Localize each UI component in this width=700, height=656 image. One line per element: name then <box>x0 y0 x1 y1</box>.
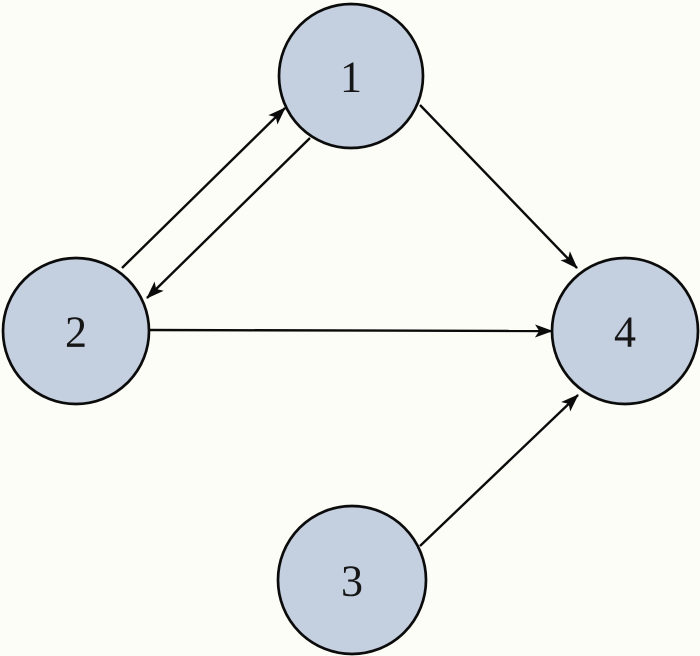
edge-1-2 <box>146 137 311 299</box>
edge-3-4 <box>419 394 579 547</box>
node-2 <box>1 256 151 406</box>
node-4 <box>550 256 700 406</box>
node-1 <box>277 2 425 150</box>
edge-2-1 <box>121 107 286 269</box>
node-3 <box>276 504 428 656</box>
edge-1-4 <box>419 104 578 269</box>
edge-2-4 <box>148 324 553 338</box>
